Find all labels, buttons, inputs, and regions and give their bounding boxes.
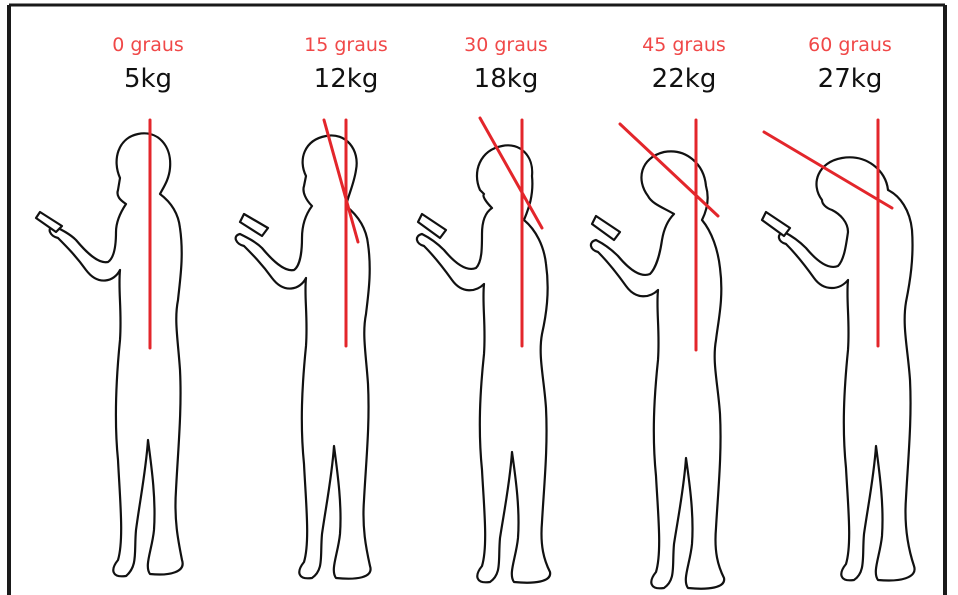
person-silhouette-30 [417, 145, 550, 582]
person-silhouette-15 [236, 135, 371, 578]
person-silhouette-60 [762, 157, 915, 580]
person-silhouette-45 [591, 151, 724, 588]
person-silhouette-0 [36, 133, 183, 576]
posture-line-head-angle [620, 124, 718, 216]
posture-line-head-angle [764, 132, 892, 208]
